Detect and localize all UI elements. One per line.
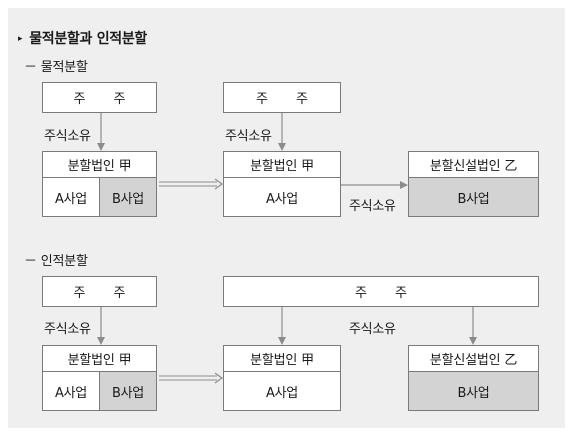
business-b-cell: B사업 xyxy=(409,372,538,410)
personal-shareholder-left: 주 주 xyxy=(42,276,157,307)
business-b-cell: B사업 xyxy=(99,178,156,216)
physical-ownership-right: 주식소유 xyxy=(349,199,396,214)
physical-new-company: 분할신설법인 乙 B사업 xyxy=(408,151,539,217)
personal-split-double-arrow xyxy=(159,372,224,384)
personal-shareholder-wide: 주 주 xyxy=(223,276,539,307)
company-name: 분할신설법인 乙 xyxy=(409,152,538,178)
title-text: 물적분할과 인적분할 xyxy=(29,31,148,47)
business-a-cell: A사업 xyxy=(55,191,87,207)
personal-split-company: 분할법인 甲 A사업 B사업 xyxy=(42,345,157,411)
business-a-cell: A사업 xyxy=(55,385,87,401)
company-name: 분할법인 甲 xyxy=(43,346,156,372)
personal-split-heading: － 인적분할 xyxy=(24,254,88,269)
title-marker: ▸ xyxy=(18,34,23,44)
company-name: 분할신설법인 乙 xyxy=(409,346,538,372)
physical-shareholder-mid: 주 주 xyxy=(223,82,341,113)
company-name: 분할법인 甲 xyxy=(43,152,156,178)
physical-shareholder-left: 주 주 xyxy=(42,82,157,113)
personal-after-company: 분할법인 甲 A사업 xyxy=(223,345,341,411)
business-a-cell: A사업 xyxy=(266,191,298,207)
physical-ownership-left: 주식소유 xyxy=(44,129,91,144)
company-name: 분할법인 甲 xyxy=(224,346,340,372)
personal-ownership-mid: 주식소유 xyxy=(349,322,396,337)
business-b-cell: B사업 xyxy=(99,372,156,410)
diagram-title: ▸ 물적분할과 인적분할 xyxy=(18,28,147,48)
physical-split-double-arrow xyxy=(159,178,224,190)
physical-split-heading: － 물적분할 xyxy=(24,60,88,75)
personal-ownership-left: 주식소유 xyxy=(44,322,91,337)
business-a-cell: A사업 xyxy=(266,385,298,401)
business-b-cell: B사업 xyxy=(409,178,538,216)
physical-ownership-mid: 주식소유 xyxy=(225,129,272,144)
company-name: 분할법인 甲 xyxy=(224,152,340,178)
physical-split-company: 분할법인 甲 A사업 B사업 xyxy=(42,151,157,217)
physical-after-company: 분할법인 甲 A사업 xyxy=(223,151,341,217)
personal-new-company: 분할신설법인 乙 B사업 xyxy=(408,345,539,411)
